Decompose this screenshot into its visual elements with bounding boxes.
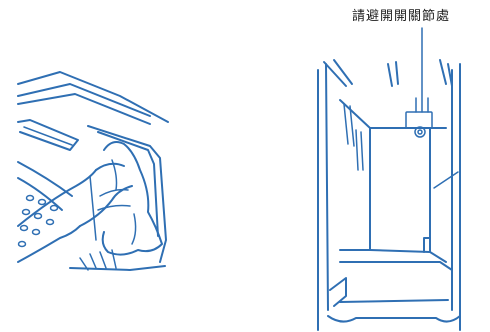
hinge-icon: [406, 28, 432, 137]
hand-wiping-with-cloth-icon: [18, 72, 168, 270]
door-frame-interior-icon: [318, 60, 460, 330]
